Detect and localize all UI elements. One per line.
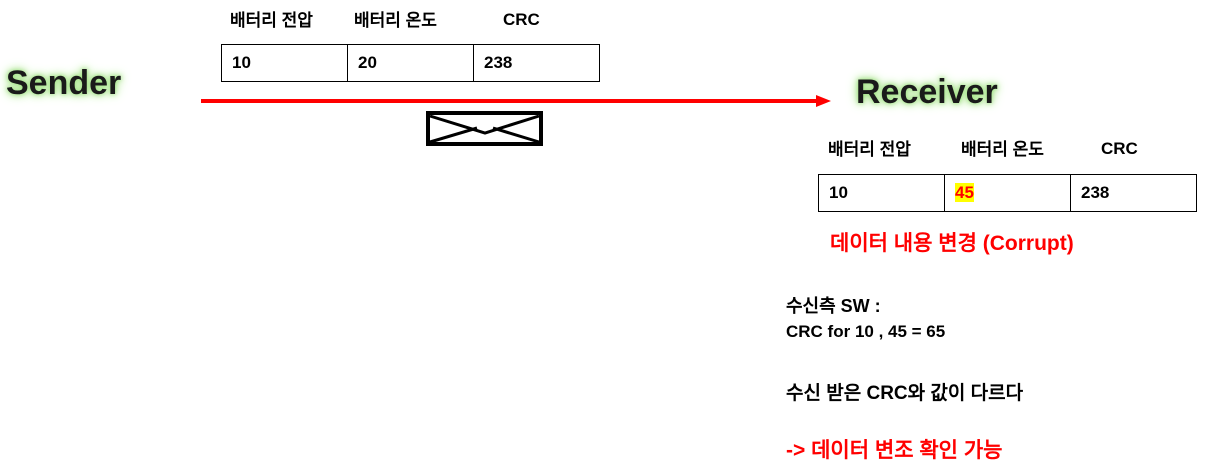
- sender-value-temperature: 20: [347, 44, 474, 82]
- receiver-value-crc: 238: [1070, 174, 1197, 212]
- receiver-sw-title: 수신측 SW :: [786, 296, 881, 316]
- sender-packet-row: 10 20 238: [221, 44, 600, 82]
- envelope-icon: [426, 111, 543, 146]
- receiver-value-voltage: 10: [818, 174, 945, 212]
- receiver-header-crc: CRC: [1101, 139, 1138, 158]
- tamper-detected-note: -> 데이터 변조 확인 가능: [786, 439, 1003, 462]
- sender-header-crc: CRC: [503, 10, 540, 29]
- corrupted-value-highlight: 45: [955, 183, 974, 202]
- receiver-crc-calculation: CRC for 10 , 45 = 65: [786, 322, 946, 341]
- sender-value-voltage: 10: [221, 44, 348, 82]
- sender-header-voltage: 배터리 전압: [230, 11, 313, 30]
- sender-header-temperature: 배터리 온도: [354, 11, 437, 30]
- corrupt-note: 데이터 내용 변경 (Corrupt): [830, 232, 1074, 255]
- sender-packet-table: 10 20 238: [221, 44, 600, 82]
- receiver-label: Receiver: [856, 73, 998, 111]
- crc-mismatch-note: 수신 받은 CRC와 값이 다르다: [786, 383, 1024, 404]
- receiver-packet-table: 10 45 238: [818, 174, 1197, 212]
- transmission-arrow-head: [816, 95, 831, 107]
- receiver-value-temperature: 45: [944, 174, 1071, 212]
- receiver-header-voltage: 배터리 전압: [828, 140, 911, 159]
- sender-label: Sender: [6, 64, 122, 102]
- receiver-header-temperature: 배터리 온도: [961, 140, 1044, 159]
- receiver-packet-row: 10 45 238: [818, 174, 1197, 212]
- sender-value-crc: 238: [473, 44, 600, 82]
